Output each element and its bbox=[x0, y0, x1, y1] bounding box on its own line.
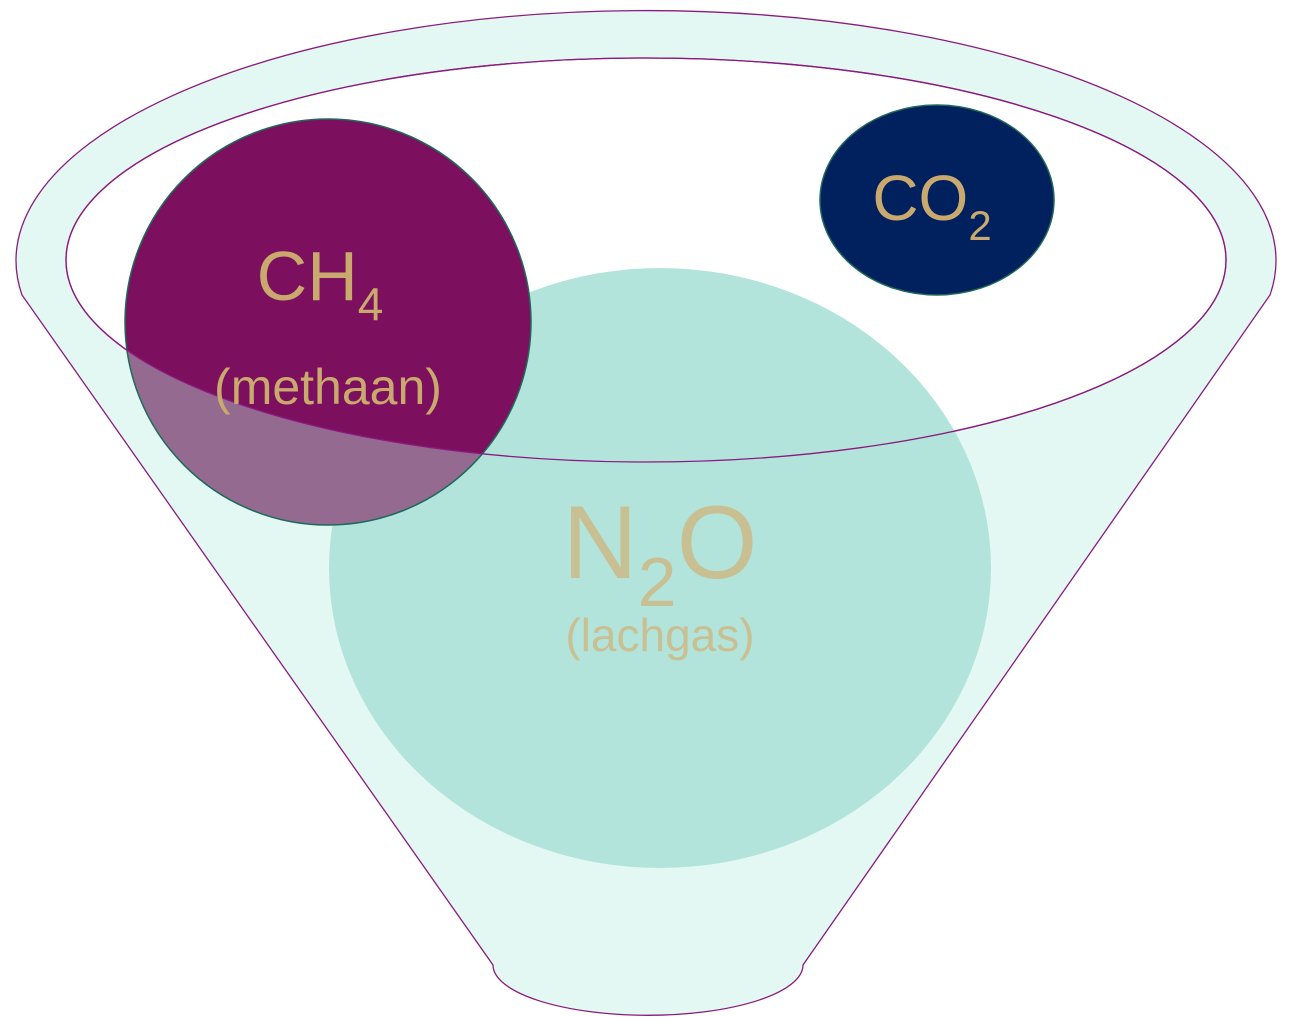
ch4-formula-label: CH4 bbox=[257, 237, 384, 330]
n2o-formula-prefix: N bbox=[563, 485, 638, 601]
ch4-formula: CH bbox=[257, 237, 358, 315]
co2-circle bbox=[819, 104, 1055, 296]
n2o-formula-label: N2O bbox=[563, 485, 758, 621]
ch4-name-label: (methaan) bbox=[214, 359, 442, 415]
co2-subscript: 2 bbox=[968, 202, 991, 249]
co2-formula-label: CO2 bbox=[872, 162, 991, 249]
n2o-formula-suffix: O bbox=[677, 485, 758, 601]
ch4-circle-outline bbox=[124, 118, 532, 526]
n2o-subscript: 2 bbox=[638, 543, 677, 621]
ch4-subscript: 4 bbox=[358, 278, 384, 330]
n2o-name-label: (lachgas) bbox=[565, 609, 754, 661]
co2-formula: CO bbox=[872, 162, 968, 234]
funnel-rim-line bbox=[65, 57, 1227, 463]
